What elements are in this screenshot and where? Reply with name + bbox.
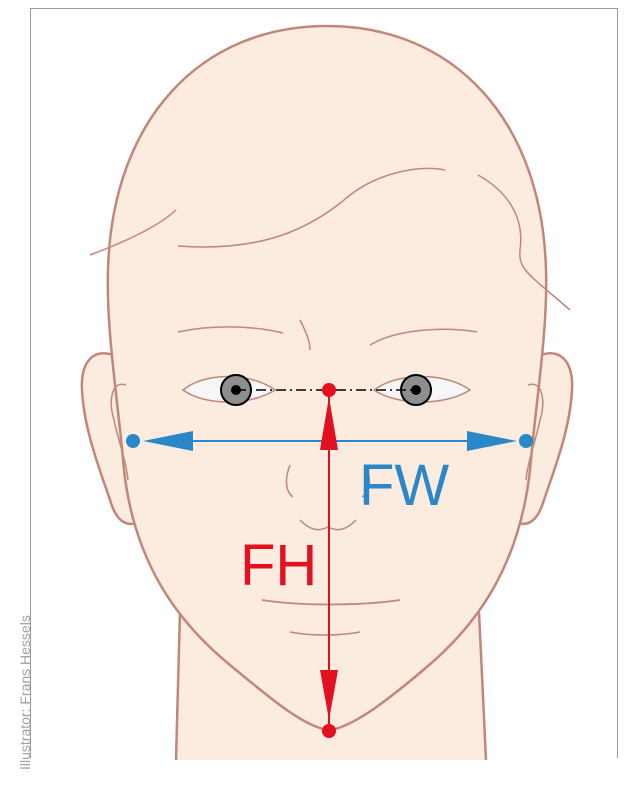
face-height-label: FH (240, 533, 317, 598)
face-width-label: FW (359, 453, 449, 518)
illustrator-credit: Illustrator: Frans Hessels (18, 615, 32, 770)
